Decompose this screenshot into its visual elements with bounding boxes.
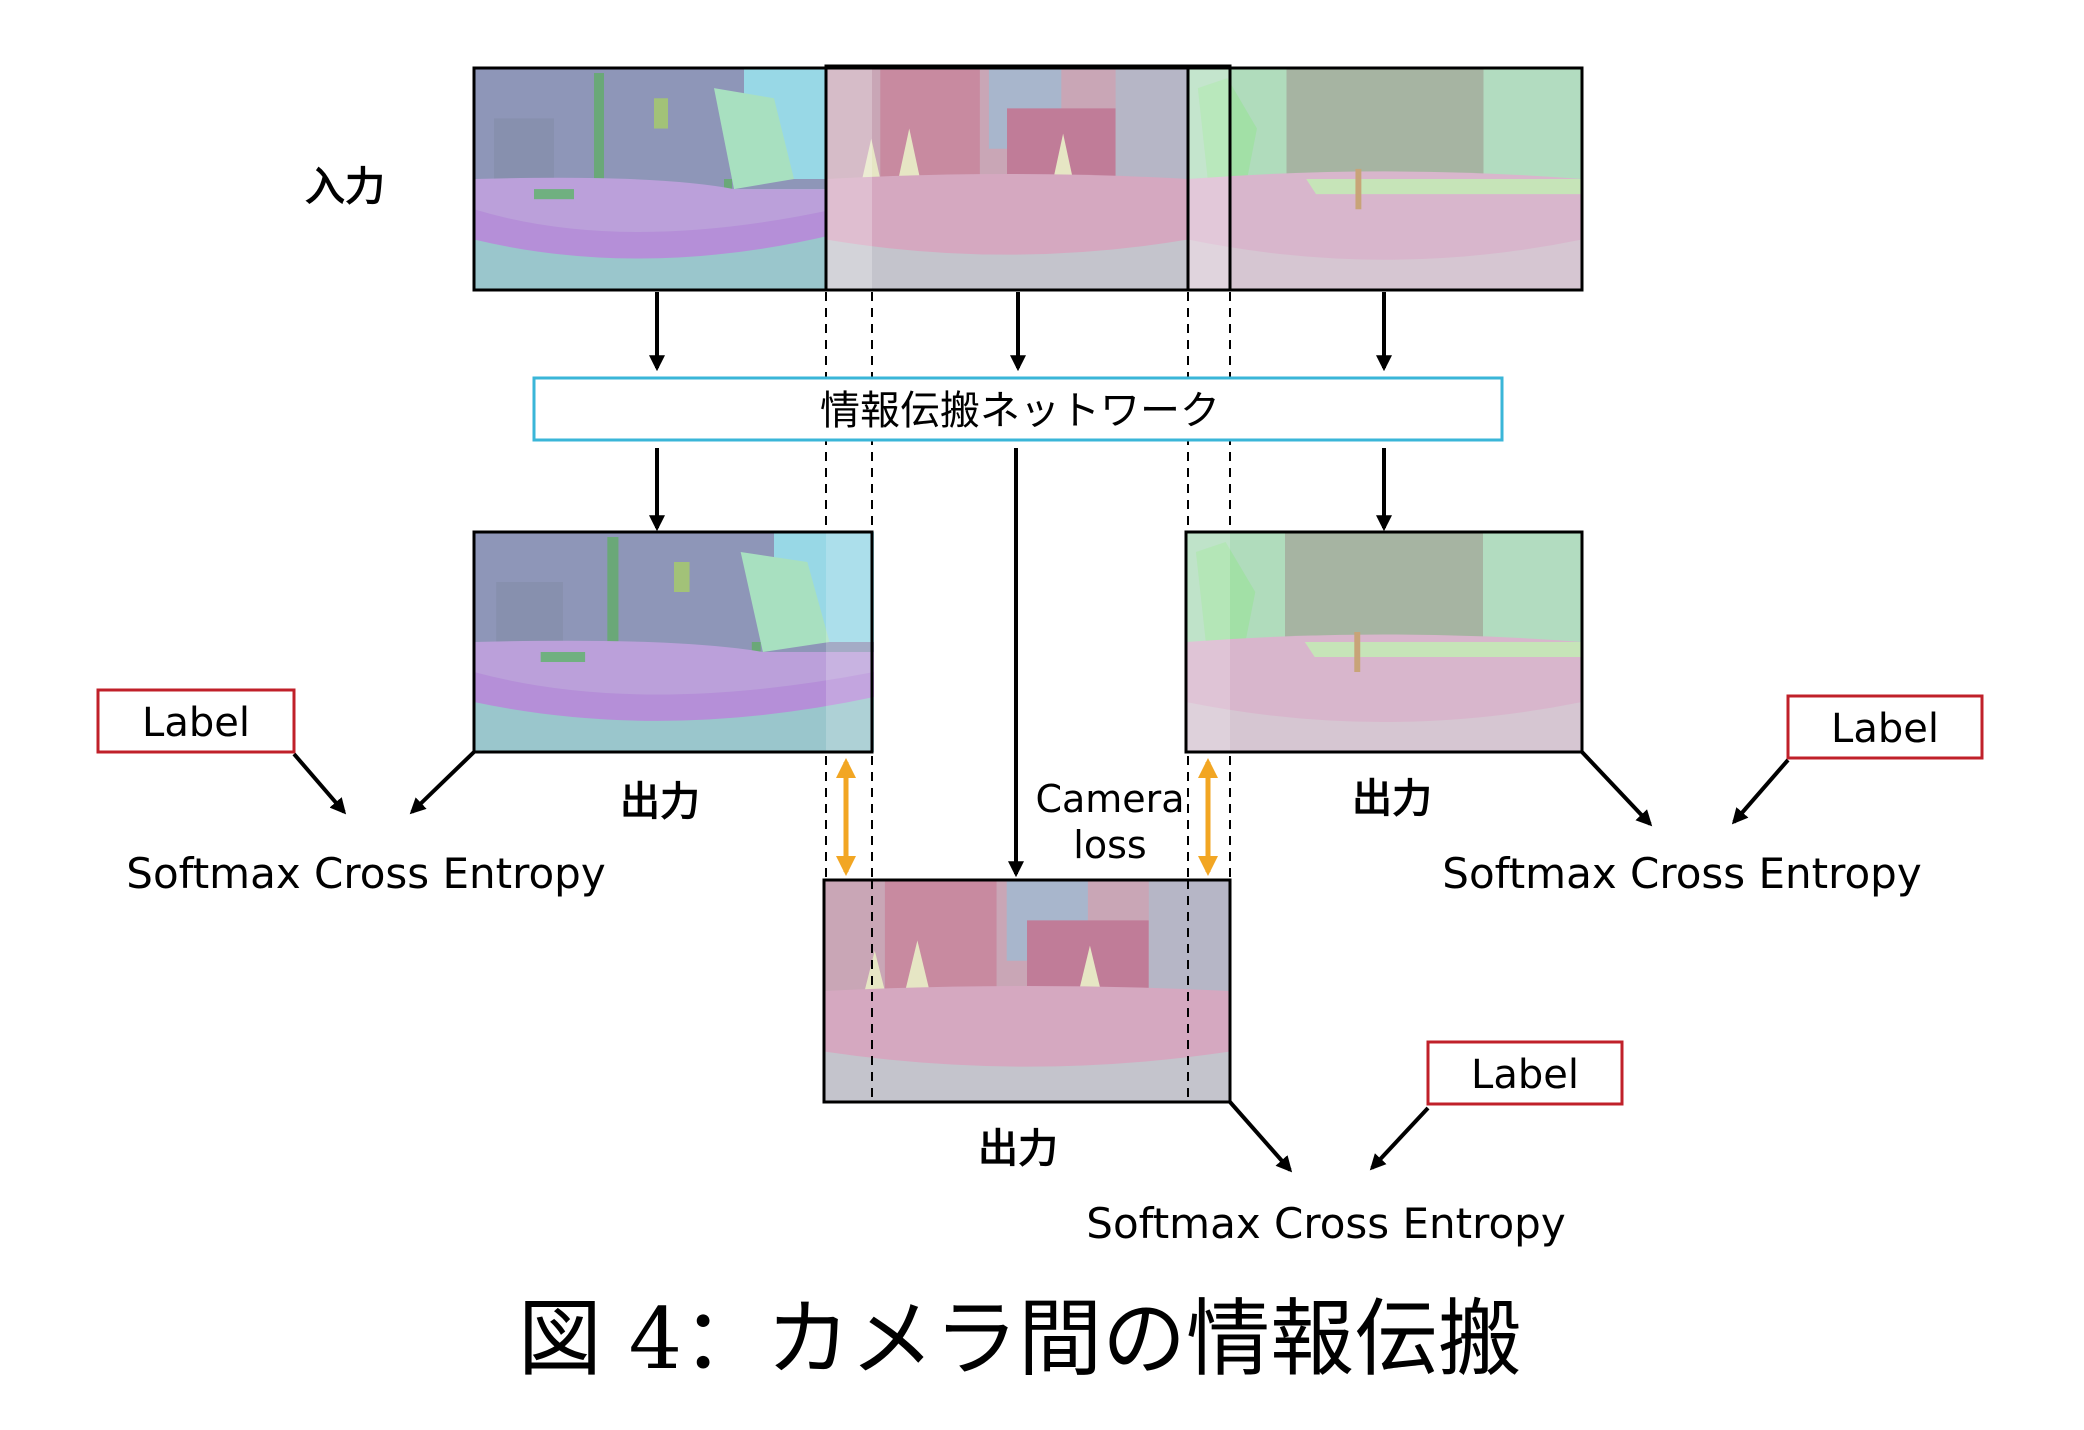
output-label-right: 出力 (1352, 776, 1432, 822)
figure-caption: 図 4：カメラ間の情報伝搬 (518, 1290, 1522, 1388)
label-right: Label (1831, 706, 1939, 752)
loss-left: Softmax Cross Entropy (126, 849, 605, 898)
network-box (532, 376, 1504, 442)
input-segment-right (1188, 68, 1582, 290)
output-right-image (1186, 532, 1582, 752)
output-left (472, 530, 874, 754)
label-center: Label (1471, 1052, 1579, 1098)
label-left: Label (142, 700, 250, 746)
input-segment-left (474, 68, 834, 290)
output-center (822, 878, 1232, 1104)
input-label: 入力 (305, 164, 385, 210)
input-center-frame (824, 64, 1232, 292)
arrow-label-right (1731, 758, 1790, 825)
input-panorama (472, 64, 1584, 292)
camera-loss-label-line1: Camera (1035, 777, 1184, 821)
output-label-left: 出力 (620, 779, 700, 825)
label-box-right (1786, 694, 1984, 760)
arrow-output-right-loss (1580, 750, 1653, 827)
label-box-center (1426, 1040, 1624, 1106)
arrow-output-left-loss (409, 750, 476, 815)
arrow-label-left (292, 752, 347, 815)
output-label-center: 出力 (978, 1126, 1058, 1172)
network-label: 情報伝搬ネットワーク (820, 388, 1220, 434)
output-center-frame (822, 878, 1232, 1104)
camera-loss-label-line2: loss (1073, 823, 1146, 867)
output-right-frame (1184, 530, 1584, 754)
output-right (1184, 530, 1584, 754)
loss-center: Softmax Cross Entropy (1086, 1199, 1565, 1248)
label-box-left (96, 688, 296, 754)
output-left-frame (472, 530, 874, 754)
input-segment-center (826, 68, 1188, 290)
overlap-right-tint (1188, 68, 1230, 290)
output-left-image (474, 532, 874, 752)
overlap-left-tint (826, 68, 872, 290)
output-center-image (824, 880, 1230, 1102)
arrow-output-center-loss (1228, 1100, 1293, 1173)
arrow-label-center (1369, 1106, 1430, 1171)
loss-right: Softmax Cross Entropy (1442, 849, 1921, 898)
